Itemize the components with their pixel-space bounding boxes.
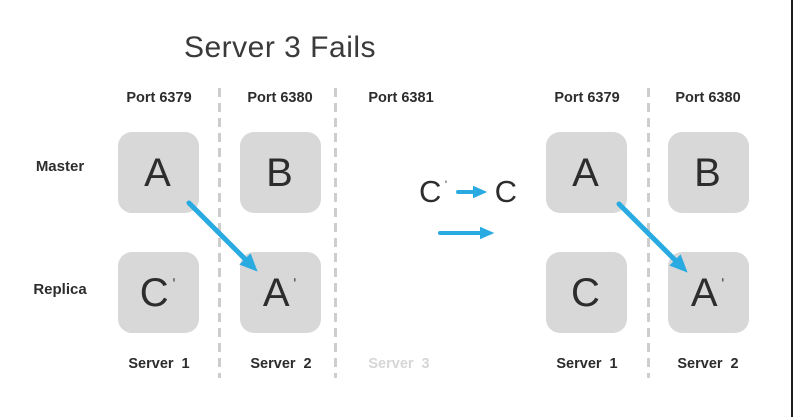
row-label-replica: Replica xyxy=(33,281,87,298)
port-label: Port 6380 xyxy=(675,90,741,106)
server-label-failed: Server 3 xyxy=(368,356,430,372)
node-letter: B xyxy=(266,150,293,195)
node-box: B xyxy=(668,132,749,213)
prime-mark: ˈ xyxy=(443,179,449,197)
column-divider xyxy=(334,88,337,378)
node-letter: A xyxy=(144,150,171,195)
node-box: A xyxy=(546,132,627,213)
port-label: Port 6379 xyxy=(554,90,620,106)
prime-mark: ˈ xyxy=(291,276,299,299)
server-label: Server 2 xyxy=(250,356,312,372)
port-label: Port 6380 xyxy=(247,90,313,106)
node-box: A xyxy=(118,132,199,213)
promotion-arrow-icon xyxy=(455,185,487,199)
column-divider xyxy=(647,88,650,378)
frame-edge-line xyxy=(791,0,793,417)
transition-arrow-icon xyxy=(438,226,495,240)
port-label: Port 6379 xyxy=(126,90,192,106)
server-label: Server 1 xyxy=(556,356,618,372)
node-box: B xyxy=(240,132,321,213)
node-letter: A xyxy=(572,150,599,195)
server-label: Server 2 xyxy=(677,356,739,372)
row-label-master: Master xyxy=(35,158,85,175)
prime-mark: ˈ xyxy=(170,276,178,299)
column-divider xyxy=(218,88,221,378)
server-label: Server 1 xyxy=(128,356,190,372)
node-letter: B xyxy=(694,150,721,195)
node-box: C xyxy=(546,252,627,333)
prime-mark: ˈ xyxy=(719,276,727,299)
promotion-to: C xyxy=(494,174,517,209)
diagram-title: Server 3 Fails xyxy=(183,31,377,64)
port-label: Port 6381 xyxy=(368,90,434,106)
node-letter: C xyxy=(571,270,600,315)
